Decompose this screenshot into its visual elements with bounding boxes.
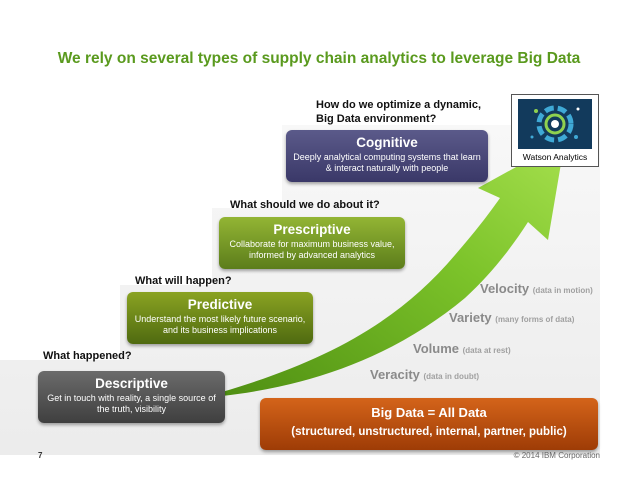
veracity-note: (data in doubt) — [423, 372, 480, 381]
prescriptive-box: Prescriptive Collaborate for maximum bus… — [219, 217, 405, 269]
prescriptive-description: Collaborate for maximum business value, … — [229, 239, 395, 260]
question-cognitive-line1: How do we optimize a dynamic, — [316, 99, 482, 111]
question-cognitive-line2: Big Data environment? — [316, 113, 437, 125]
question-descriptive: What happened? — [43, 350, 132, 362]
slide-title: We rely on several types of supply chain… — [57, 50, 581, 67]
volume-word: Volume — [413, 341, 459, 356]
velocity-word: Velocity — [480, 281, 530, 296]
copyright-text: © 2014 IBM Corporation — [513, 451, 600, 460]
variety-label: Variety (many forms of data) — [449, 310, 574, 325]
page-number: 7 — [38, 451, 43, 460]
watson-analytics-logo: Watson Analytics — [511, 94, 599, 167]
volume-label: Volume (data at rest) — [413, 341, 511, 356]
velocity-note: (data in motion) — [532, 286, 593, 295]
watson-caption: Watson Analytics — [522, 152, 588, 162]
descriptive-title: Descriptive — [95, 376, 168, 391]
big-data-title: Big Data = All Data — [371, 405, 487, 420]
veracity-label: Veracity (data in doubt) — [370, 367, 479, 382]
descriptive-box: Descriptive Get in touch with reality, a… — [38, 371, 225, 423]
big-data-subtitle: (structured, unstructured, internal, par… — [291, 426, 567, 438]
question-predictive: What will happen? — [135, 275, 232, 287]
question-prescriptive: What should we do about it? — [230, 199, 380, 211]
watson-logo-icon — [518, 99, 592, 149]
variety-word: Variety — [449, 310, 492, 325]
cognitive-description: Deeply analytical computing systems that… — [293, 152, 481, 173]
volume-note: (data at rest) — [462, 346, 511, 355]
variety-note: (many forms of data) — [495, 315, 575, 324]
predictive-box: Predictive Understand the most likely fu… — [127, 292, 313, 344]
predictive-description: Understand the most likely future scenar… — [134, 314, 306, 335]
predictive-title: Predictive — [187, 297, 253, 312]
veracity-word: Veracity — [370, 367, 420, 382]
cognitive-title: Cognitive — [356, 135, 418, 150]
cognitive-box: Cognitive Deeply analytical computing sy… — [286, 130, 488, 182]
velocity-label: Velocity (data in motion) — [480, 281, 593, 296]
descriptive-description: Get in touch with reality, a single sour… — [47, 393, 216, 414]
big-data-box: Big Data = All Data (structured, unstruc… — [260, 398, 598, 450]
prescriptive-title: Prescriptive — [273, 222, 351, 237]
